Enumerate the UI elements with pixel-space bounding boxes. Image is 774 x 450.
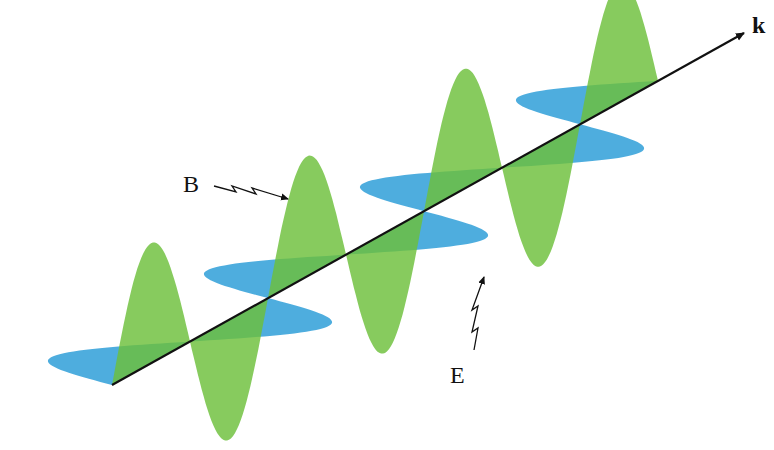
field-label: E [450,363,465,387]
k-axis [112,33,744,385]
magnetic-field-lobe [580,0,658,124]
leader-arrow [472,277,484,350]
field-label: B [183,172,199,196]
leader-arrow [214,186,288,199]
vector-label: k [752,13,765,37]
